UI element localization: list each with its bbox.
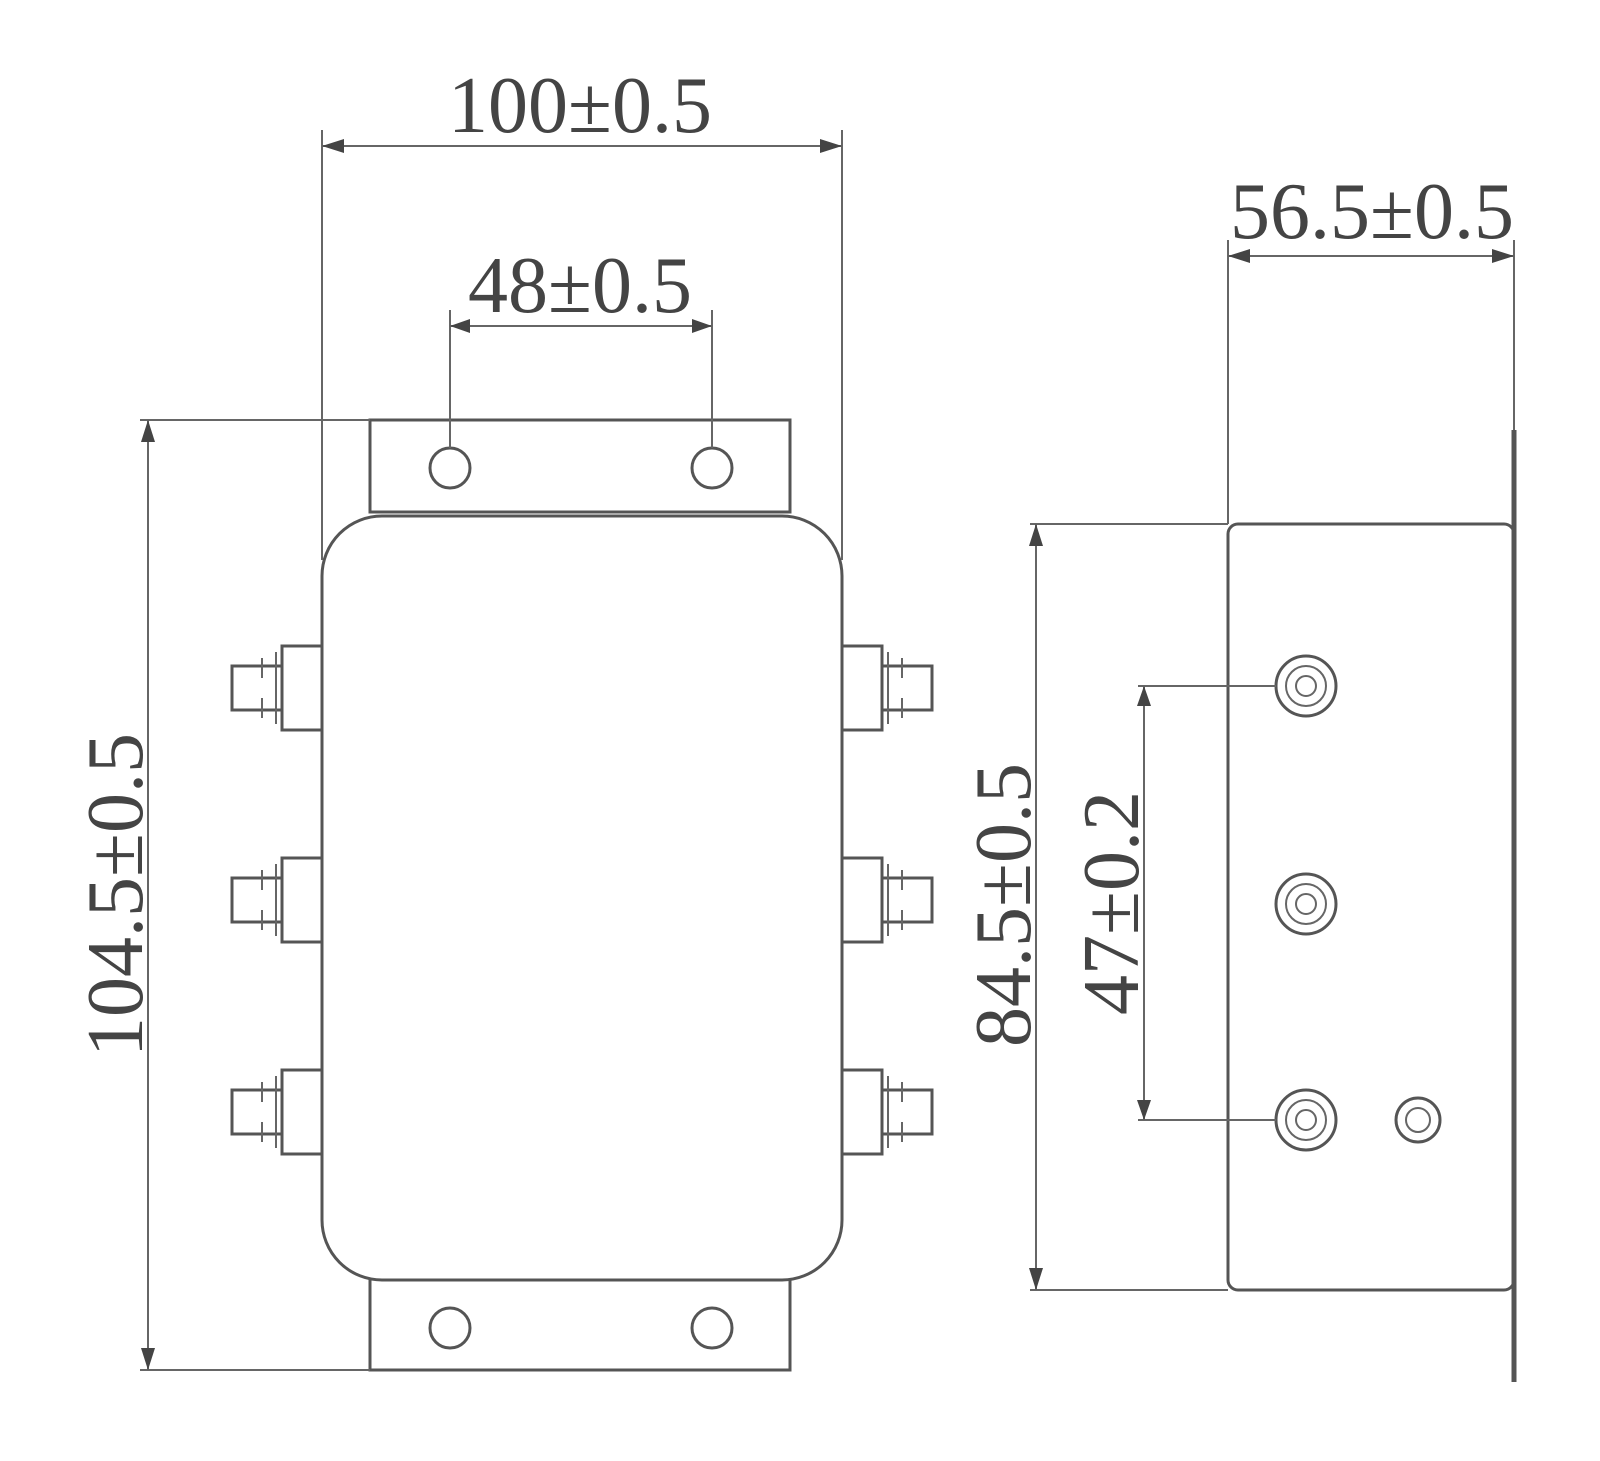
dimension-terminal-spacing: 47±0.2 [1068,685,1276,1121]
body-height-label: 84.5±0.5 [960,763,1048,1047]
top-mounting-flange [368,418,792,514]
depth-label: 56.5±0.5 [1230,168,1514,256]
side-ground-stud [1394,1096,1442,1144]
side-stud-middle [1274,872,1338,936]
terminal-spacing-label: 47±0.2 [1068,791,1156,1015]
dimension-depth: 56.5±0.5 [1227,168,1515,524]
bottom-mounting-flange [368,1276,792,1372]
terminal-left-1 [230,644,324,732]
front-view: 100±0.5 48±0.5 104.5±0.5 [72,62,934,1372]
filter-body-side [1226,522,1516,1292]
overall-height-label: 104.5±0.5 [72,733,160,1057]
dimension-overall-width: 100±0.5 [321,62,843,560]
mount-hole-bottom-left [428,1306,472,1350]
dimension-mount-hole-spacing: 48±0.5 [449,242,713,448]
right-terminals [840,644,934,1156]
mount-hole-bottom-right [690,1306,734,1350]
terminal-right-1 [840,644,934,732]
filter-body-front [320,514,844,1282]
terminal-left-3 [230,1068,324,1156]
side-view: 56.5±0.5 84.5±0.5 47±0.2 [960,168,1517,1382]
left-terminals [230,644,324,1156]
terminal-left-2 [230,856,324,944]
mount-hole-spacing-label: 48±0.5 [468,242,692,330]
terminal-right-2 [840,856,934,944]
terminal-right-3 [840,1068,934,1156]
dimension-overall-height: 104.5±0.5 [72,419,370,1371]
overall-width-label: 100±0.5 [448,62,712,150]
dimension-body-height: 84.5±0.5 [960,523,1228,1291]
